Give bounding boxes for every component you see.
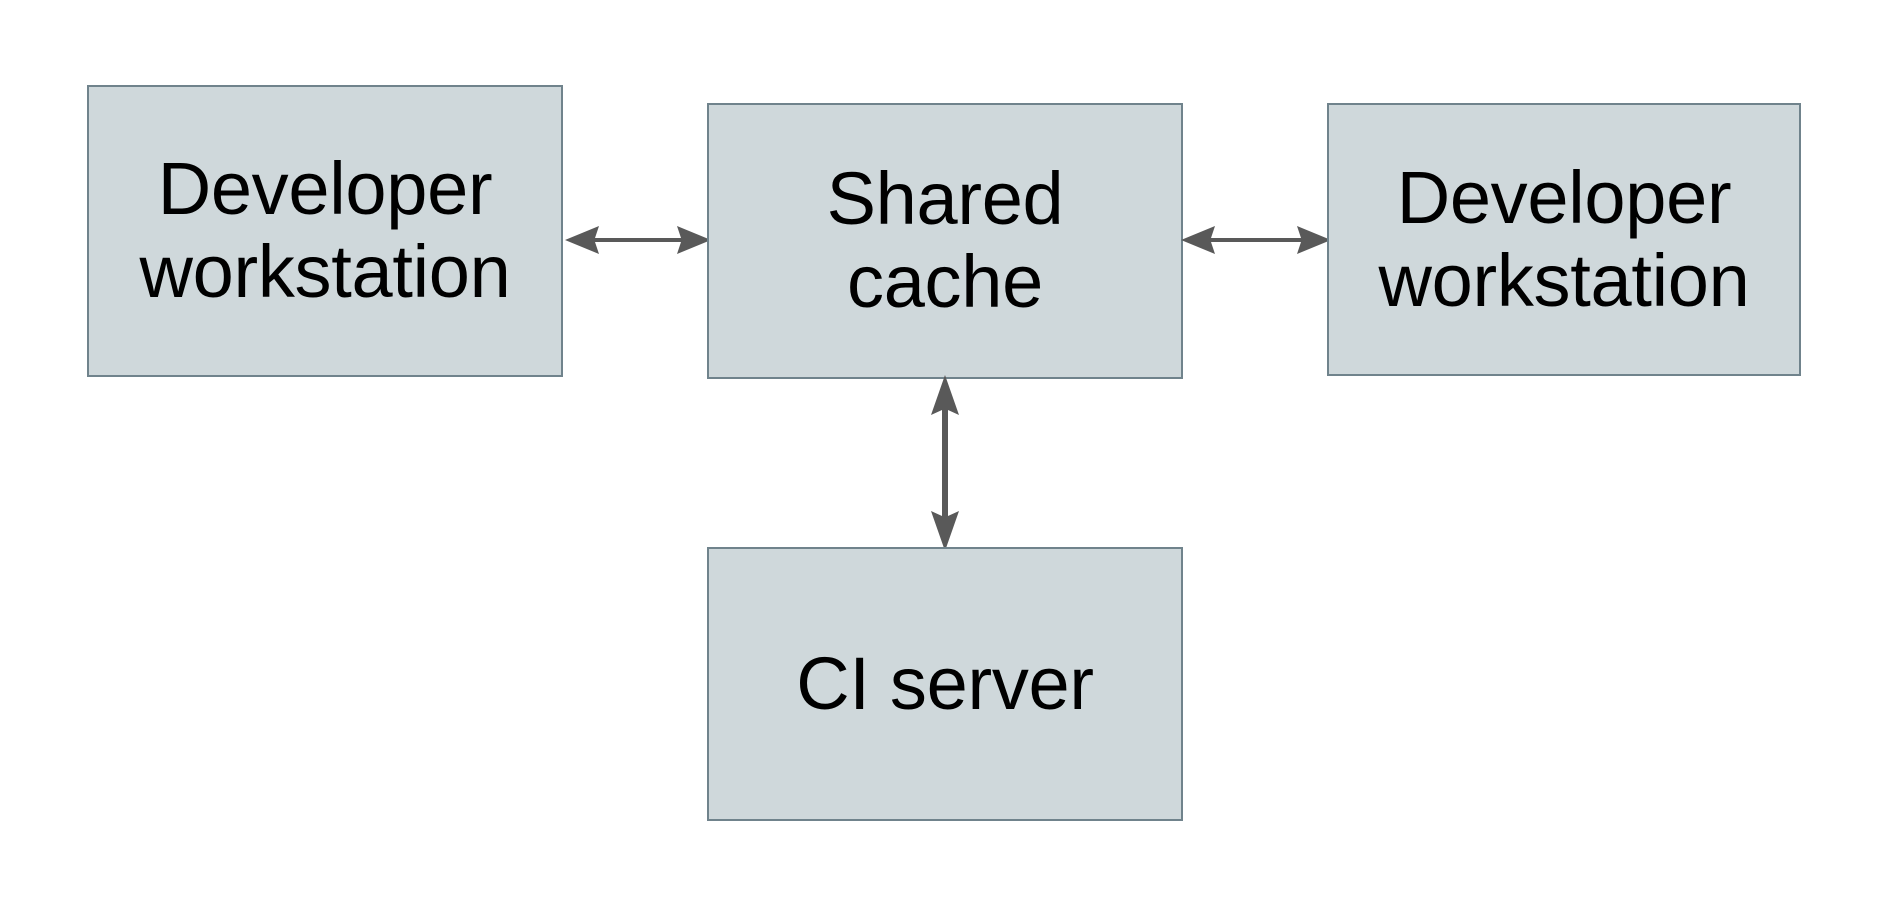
node-developer-workstation-right[interactable]: Developer workstation	[1327, 103, 1801, 376]
node-label: Developer workstation	[1378, 155, 1750, 322]
edge-shared-cache-to-dev-right	[1181, 226, 1331, 254]
node-label: Shared cache	[826, 157, 1064, 323]
edge-dev-left-to-shared-cache	[565, 226, 711, 254]
node-label: CI server	[796, 641, 1094, 725]
node-developer-workstation-left[interactable]: Developer workstation	[87, 85, 563, 377]
node-label: Developer workstation	[139, 147, 511, 313]
edge-shared-cache-to-ci-server	[931, 375, 959, 551]
node-ci-server[interactable]: CI server	[707, 547, 1183, 821]
node-shared-cache[interactable]: Shared cache	[707, 103, 1183, 379]
